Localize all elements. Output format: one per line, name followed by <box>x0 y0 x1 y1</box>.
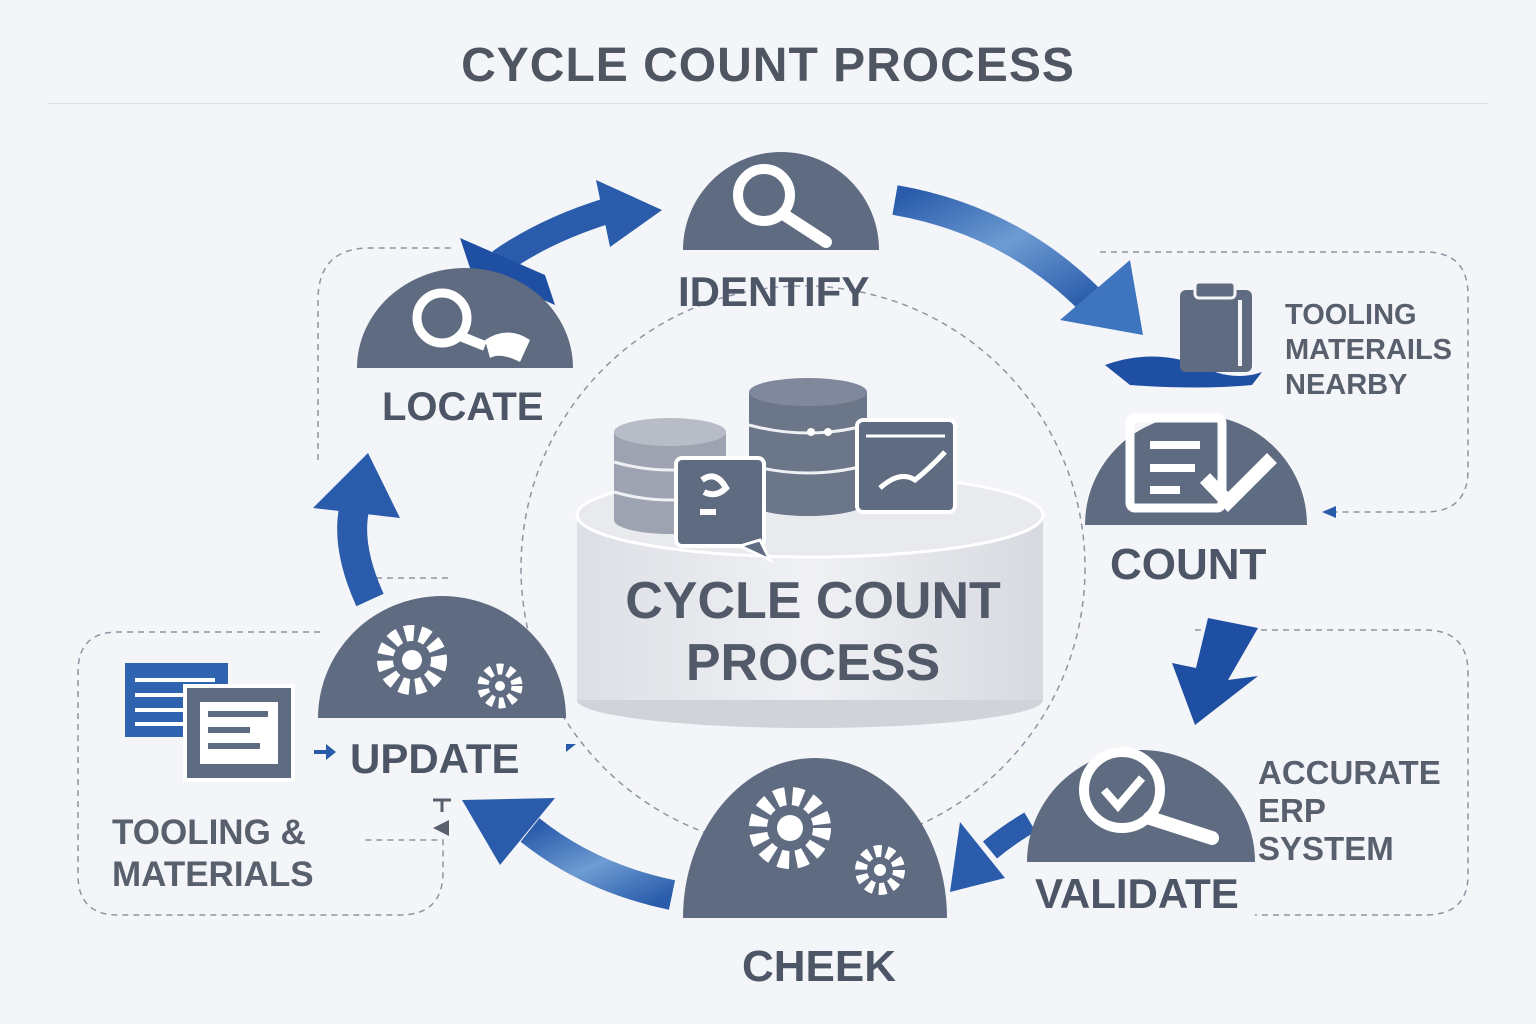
arrow-identify-to-count <box>892 185 1101 311</box>
note-tooling-nearby-line1: TOOLING <box>1285 299 1417 331</box>
note-tooling-nearby-line3: NEARBY <box>1285 369 1408 401</box>
note-accurate-erp-line3: SYSTEM <box>1258 830 1394 867</box>
accurate-erp-dashed-box <box>1195 629 1469 916</box>
arrow-validate-to-cheek-head <box>950 822 1005 892</box>
arrow-cheek-to-update <box>520 818 676 910</box>
count-dome <box>1085 413 1307 525</box>
tooling-nearby-dashed-box <box>1100 251 1469 513</box>
step-label-validate: VALIDATE <box>1035 870 1239 917</box>
arrow-locate-to-identify <box>492 197 614 273</box>
update-t-marker <box>433 798 451 812</box>
center-label-line2: PROCESS <box>685 634 941 692</box>
tooling-materials-dashed-box <box>77 631 444 916</box>
arrow-update-to-locate <box>337 501 384 607</box>
note-tooling-materials-line2: MATERIALS <box>112 855 314 894</box>
clipboard-icon <box>1180 280 1252 372</box>
note-accurate-erp: ACCURATE ERP SYSTEM <box>1258 754 1441 868</box>
step-label-update: UPDATE <box>350 735 520 782</box>
note-tooling-nearby-line2: MATERAILS <box>1285 334 1453 366</box>
count-wave-ribbon <box>1105 356 1262 388</box>
step-label-cheek: CHEEK <box>742 942 897 991</box>
note-accurate-erp-line1: ACCURATE <box>1258 754 1441 791</box>
arrow-identify-to-count-head <box>1060 260 1143 335</box>
locate-dome <box>357 268 573 368</box>
documents-icon <box>125 663 295 782</box>
validate-dome <box>1027 747 1255 862</box>
arrow-validate-to-cheek <box>982 812 1036 859</box>
note-tooling-nearby: TOOLING MATERAILS NEARBY <box>1285 298 1452 403</box>
validate-marker <box>1322 506 1336 518</box>
chart-window-icon <box>855 418 957 514</box>
flow-arrows <box>313 180 1336 910</box>
arrow-locate-tail <box>460 238 555 305</box>
arrow-cheek-to-update-head <box>462 798 555 865</box>
update-marker <box>566 744 576 752</box>
locate-dashed-frame <box>317 247 455 460</box>
step-label-locate: LOCATE <box>382 385 544 429</box>
note-accurate-erp-line2: ERP <box>1258 792 1326 829</box>
page-title: CYCLE COUNT PROCESS <box>461 39 1075 92</box>
arrow-count-to-validate <box>1172 618 1258 725</box>
note-tooling-materials-line1: TOOLING & <box>112 813 306 852</box>
title-divider <box>48 103 1488 104</box>
update-dome <box>318 596 566 718</box>
update-marker-2 <box>433 820 449 836</box>
center-label-line1: CYCLE COUNT <box>625 572 1001 630</box>
arrow-locate-to-identify-head <box>596 180 662 247</box>
server-database-icon <box>748 378 868 516</box>
arrow-update-to-locate-head <box>313 453 400 518</box>
step-label-count: COUNT <box>1110 540 1267 589</box>
identify-dome <box>683 152 879 250</box>
update-small-arrow <box>314 744 336 760</box>
step-label-identify: IDENTIFY <box>678 268 870 315</box>
chat-document-icon <box>674 456 774 564</box>
cheek-dome <box>683 758 947 918</box>
note-tooling-materials: TOOLING & MATERIALS <box>112 812 314 896</box>
